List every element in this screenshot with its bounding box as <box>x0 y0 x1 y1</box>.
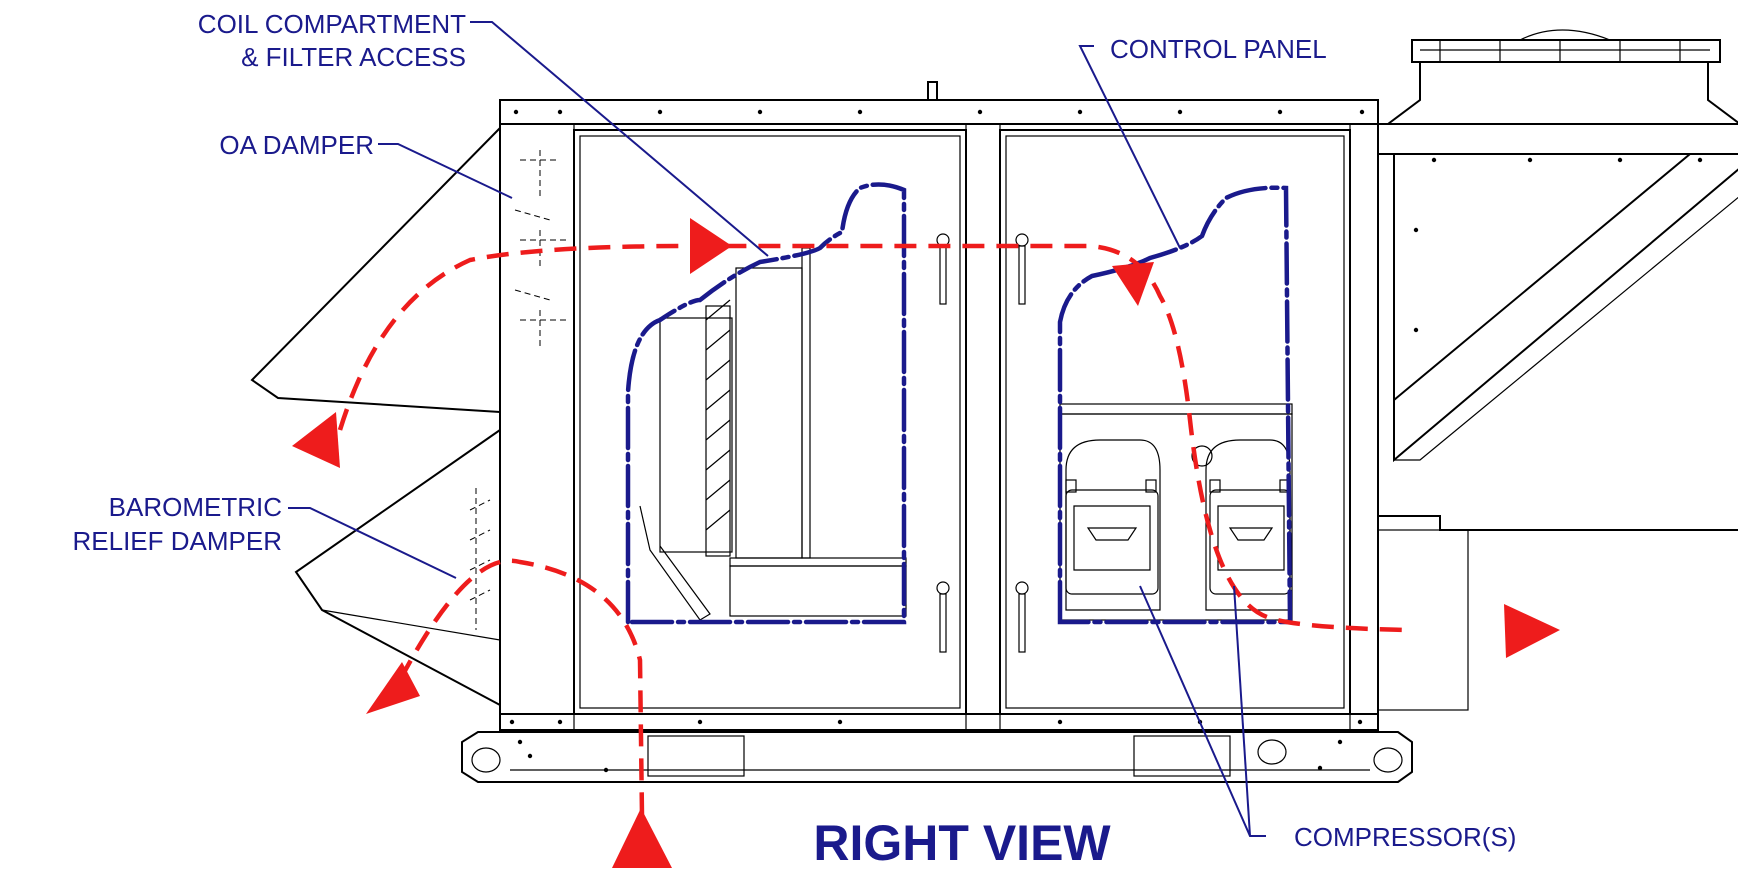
condenser-section <box>1377 123 1738 711</box>
airflow-paths <box>337 243 1411 817</box>
unit-cabinet <box>461 81 1413 783</box>
fastener-dots <box>509 109 1365 773</box>
coil-compartment-label-line2: & FILTER ACCESS <box>241 42 466 72</box>
door-handles <box>936 233 1029 653</box>
oa-damper-label: OA DAMPER <box>219 130 374 160</box>
control-panel-cutaway <box>1057 185 1293 625</box>
coil-assembly <box>639 247 907 621</box>
view-title: RIGHT VIEW <box>813 815 1111 871</box>
callout-leaders <box>288 21 1266 837</box>
compressor-left <box>1065 439 1161 611</box>
control-panel-label: CONTROL PANEL <box>1110 34 1327 64</box>
coil-compartment-cutaway <box>625 182 907 625</box>
relief-damper-blades <box>469 488 491 630</box>
condenser-fan <box>1385 29 1738 125</box>
airflow-arrowheads <box>292 218 1560 868</box>
coil-compartment-label-line1: COIL COMPARTMENT <box>198 9 466 39</box>
compressor-compartment <box>1059 403 1293 621</box>
barometric-relief-label-line2: RELIEF DAMPER <box>73 526 283 556</box>
compressors-label: COMPRESSOR(S) <box>1294 822 1516 852</box>
outdoor-air-hood <box>250 127 501 706</box>
barometric-relief-label-line1: BAROMETRIC <box>109 492 282 522</box>
